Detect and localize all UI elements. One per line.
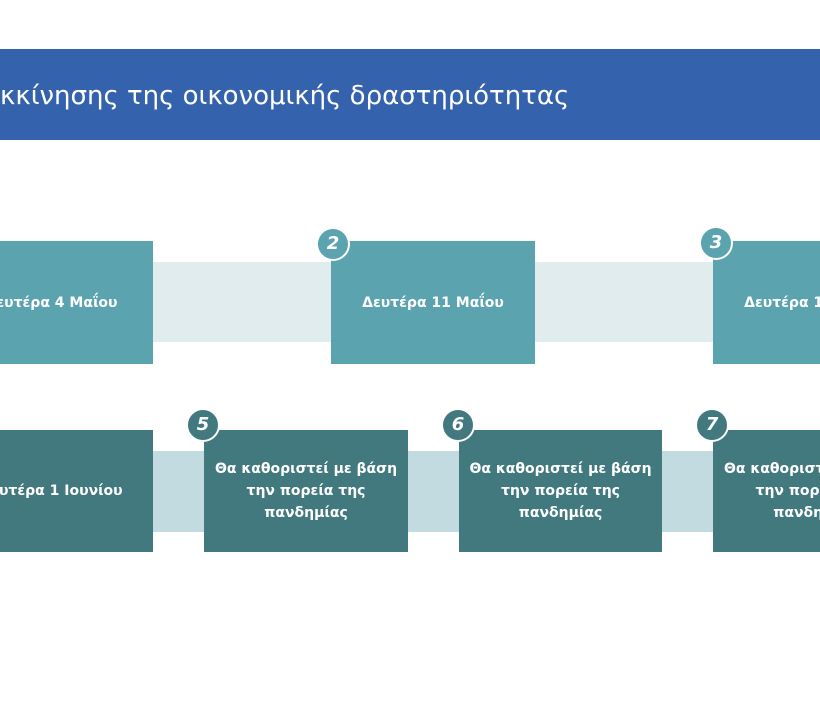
- step-6-box: Θα καθοριστεί με βάση την πορεία της παν…: [459, 430, 662, 552]
- step-2-box: Δευτέρα 11 Μαΐου: [331, 241, 535, 364]
- row1-connector-1-2: [153, 262, 331, 342]
- step-6-number-badge: 6: [441, 408, 475, 442]
- step-6-text: Θα καθοριστεί με βάση την πορεία της παν…: [469, 461, 652, 521]
- step-7-number-badge: 7: [695, 408, 729, 442]
- step-3-number-badge: 3: [699, 226, 733, 260]
- row2-connector-5-6: [408, 451, 459, 532]
- step-1-box: Δευτέρα 4 Μαΐου: [0, 241, 153, 364]
- step-4-box: Δευτέρα 1 Ιουνίου: [0, 430, 153, 552]
- step-5-text: Θα καθοριστεί με βάση την πορεία της παν…: [214, 461, 398, 521]
- step-3-box: Δευτέρα 18 Μαΐου: [713, 241, 820, 364]
- title-bar: [0, 49, 820, 140]
- row2-connector-4-5: [153, 451, 204, 532]
- step-2-text: Δευτέρα 11 Μαΐου: [362, 294, 504, 311]
- row2-connector-6-7: [662, 451, 713, 532]
- step-3-text: Δευτέρα 18 Μαΐου: [744, 294, 820, 311]
- step-7-text: Θα καθοριστεί με βάση την πορεία της παν…: [723, 461, 820, 521]
- row1-connector-2-3: [535, 262, 713, 342]
- step-5-number-badge: 5: [186, 408, 220, 442]
- step-1-text: Δευτέρα 4 Μαΐου: [0, 294, 118, 311]
- slide-title: εκκίνησης της οικονομικής δραστηριότητας: [0, 81, 570, 111]
- step-7-box: Θα καθοριστεί με βάση την πορεία της παν…: [713, 430, 820, 552]
- step-5-box: Θα καθοριστεί με βάση την πορεία της παν…: [204, 430, 408, 552]
- step-2-number-badge: 2: [316, 227, 350, 261]
- step-4-text: Δευτέρα 1 Ιουνίου: [0, 483, 123, 499]
